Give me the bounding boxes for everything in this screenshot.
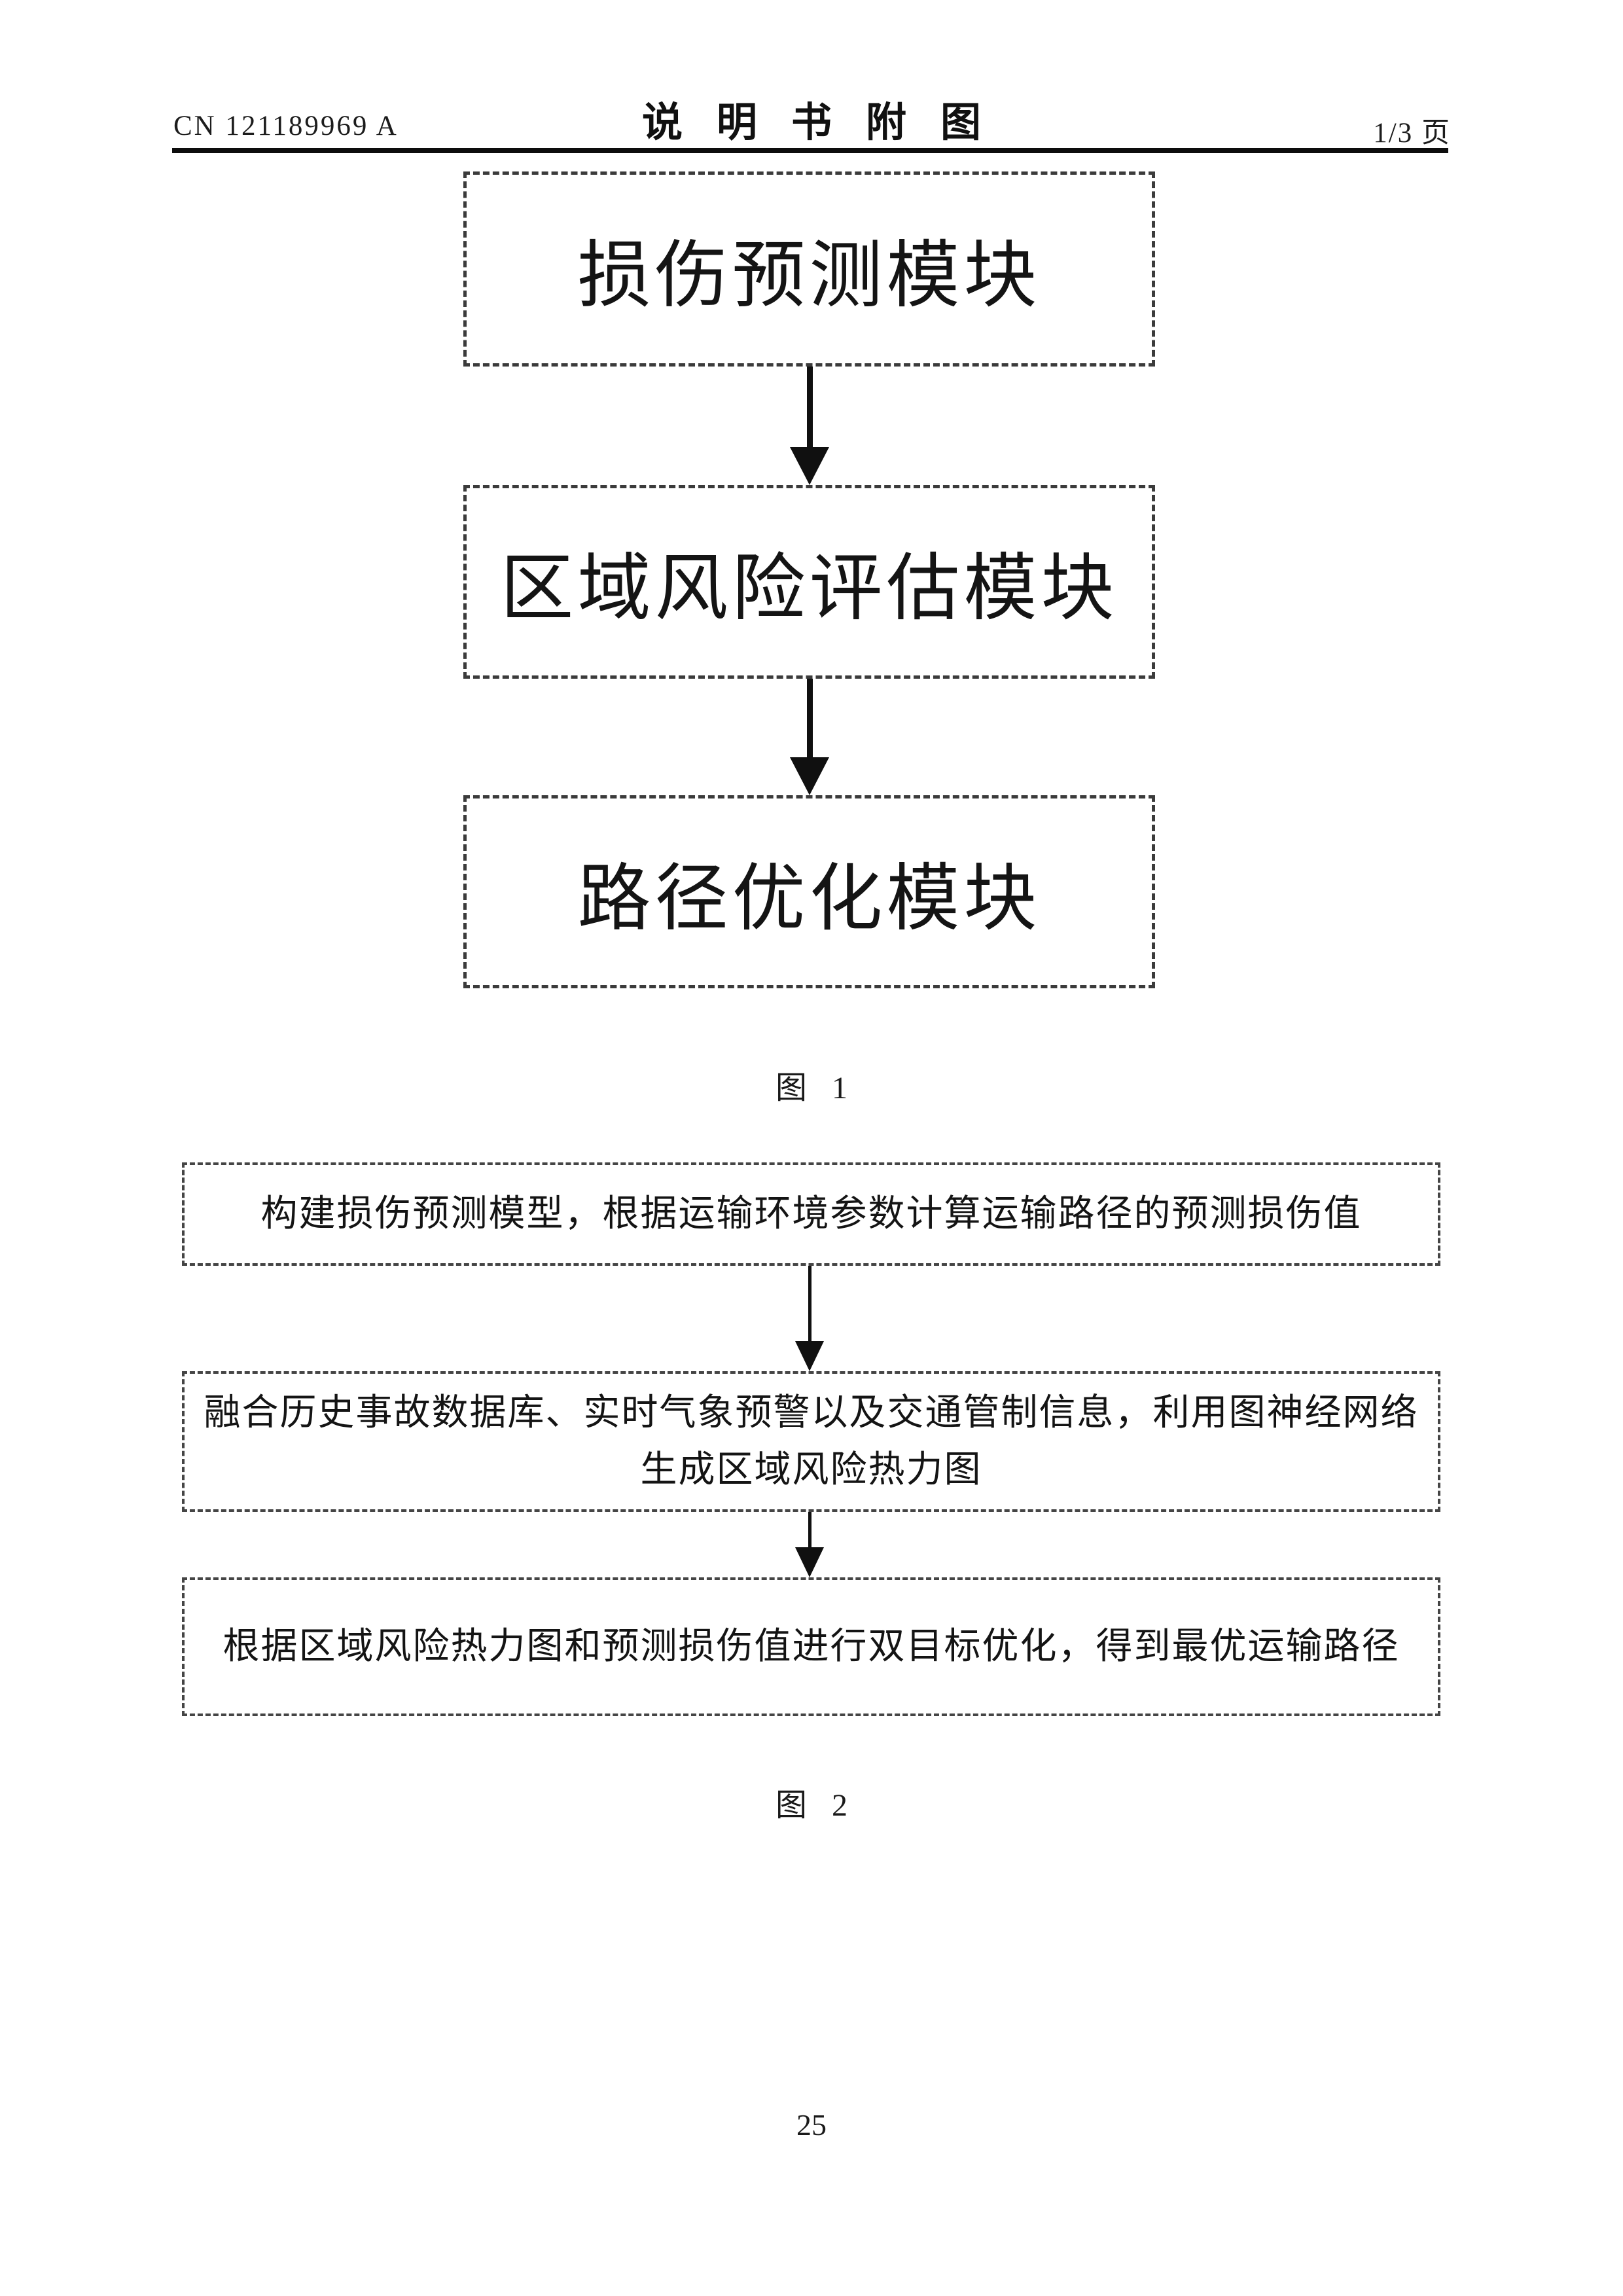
arrow-down-icon (795, 1266, 824, 1371)
arrow-head (790, 757, 829, 795)
arrow-head (790, 447, 829, 485)
fig1-box-label: 损伤预测模块 (577, 236, 1041, 317)
arrow-down-icon (790, 367, 829, 485)
fig1-box-damage-prediction-module: 损伤预测模块 (463, 171, 1155, 367)
fig2-step-label: 融合历史事故数据库、实时气象预警以及交通管制信息，利用图神经网络生成区域风险热力… (204, 1392, 1419, 1490)
header-divider (172, 148, 1448, 153)
arrow-stem (808, 1266, 812, 1341)
arrow-down-icon (790, 679, 829, 795)
fig1-box-regional-risk-assessment-module: 区域风险评估模块 (463, 485, 1155, 679)
arrow-down-icon (795, 1512, 824, 1577)
arrow-head (795, 1547, 824, 1577)
fig1-box-label: 区域风险评估模块 (500, 548, 1118, 630)
page-indicator: 1/3 页 (1373, 118, 1451, 149)
arrow-stem (808, 1512, 812, 1547)
fig1-box-path-optimization-module: 路径优化模块 (463, 795, 1155, 988)
arrow-head (795, 1341, 824, 1371)
fig2-step-build-damage-model: 构建损伤预测模型，根据运输环境参数计算运输路径的预测损伤值 (182, 1162, 1440, 1266)
fig2-step-label: 根据区域风险热力图和预测损伤值进行双目标优化，得到最优运输路径 (223, 1626, 1400, 1667)
arrow-stem (806, 367, 813, 447)
fig1-box-label: 路径优化模块 (577, 858, 1041, 940)
figure1-caption: 图 1 (775, 1071, 848, 1105)
figure2-caption: 图 2 (775, 1788, 848, 1823)
fig2-step-dual-objective-optimization: 根据区域风险热力图和预测损伤值进行双目标优化，得到最优运输路径 (182, 1577, 1440, 1716)
page-number: 25 (796, 2108, 827, 2142)
patent-number: CN 121189969 A (173, 111, 399, 141)
page-title: 说明书附图 (641, 100, 1016, 145)
fig2-step-generate-risk-heatmap: 融合历史事故数据库、实时气象预警以及交通管制信息，利用图神经网络生成区域风险热力… (182, 1371, 1440, 1512)
fig2-step-label: 构建损伤预测模型，根据运输环境参数计算运输路径的预测损伤值 (260, 1193, 1362, 1234)
arrow-stem (806, 679, 813, 757)
